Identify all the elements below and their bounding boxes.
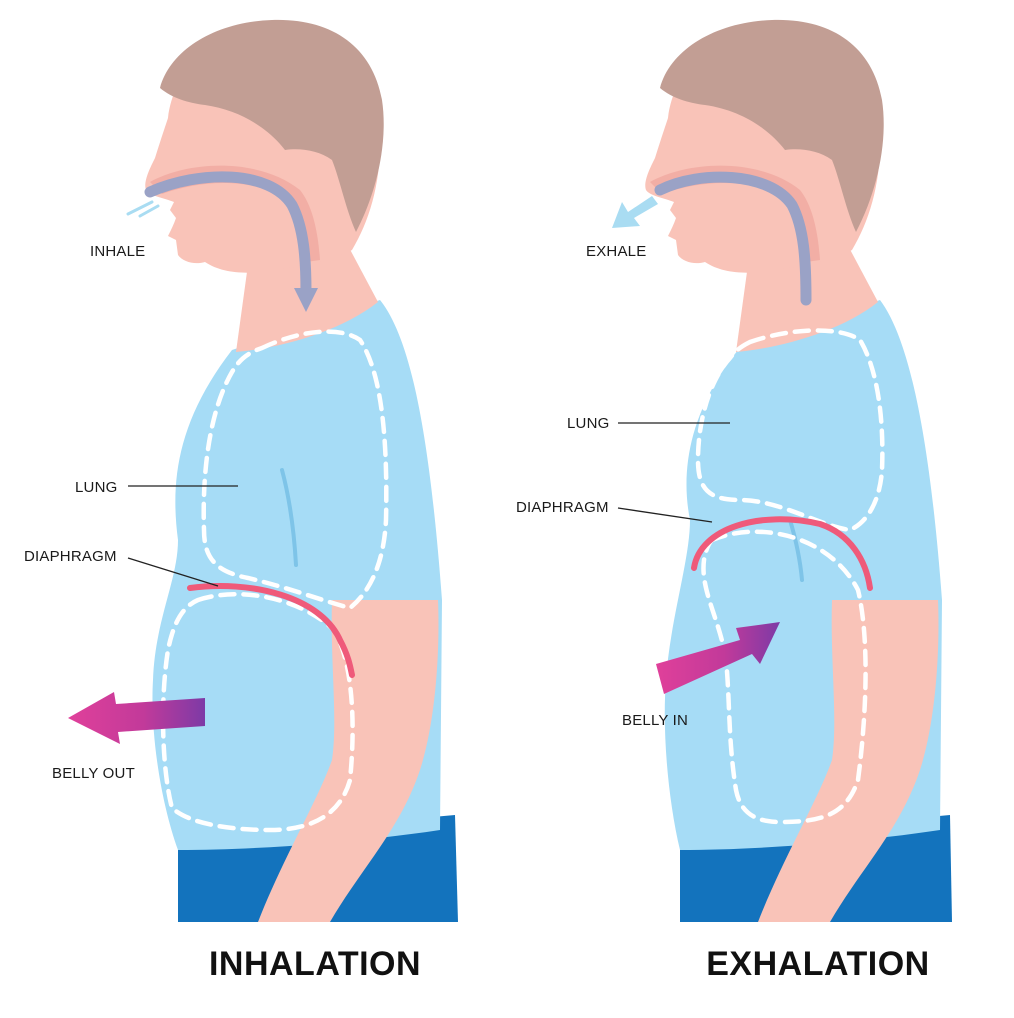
diaphragm-leader: [617, 507, 713, 523]
exhalation-figure: [612, 19, 952, 922]
inhale-label: INHALE: [90, 243, 145, 260]
hair: [160, 19, 384, 232]
belly-outline: [701, 529, 868, 825]
belly-out-arrow: [68, 692, 205, 744]
breath-stream: [126, 200, 160, 218]
shirt-crease: [788, 518, 804, 582]
inhalation-labels: INHALE LUNG DIAPHRAGM BELLY OUT INHALATI…: [24, 243, 421, 983]
diaphragm-leader: [127, 557, 219, 587]
exhalation-labels: EXHALE LUNG DIAPHRAGM BELLY IN EXHALATIO…: [516, 243, 929, 983]
diaphragm-label: DIAPHRAGM: [516, 499, 609, 516]
airflow-arrowhead: [294, 288, 318, 312]
diaphragm-label: DIAPHRAGM: [24, 548, 117, 565]
panel-title: INHALATION: [209, 945, 421, 983]
hair: [660, 19, 884, 232]
lung-label: LUNG: [567, 415, 609, 432]
belly-label: BELLY IN: [622, 712, 688, 729]
airflow-arrow: [654, 171, 812, 306]
exhale-arrow: [612, 196, 658, 228]
belly-in-arrow: [656, 622, 780, 694]
airflow-arrow: [144, 171, 312, 298]
lung-outline: [201, 329, 389, 611]
lung-label: LUNG: [75, 479, 117, 496]
exhale-label: EXHALE: [586, 243, 646, 260]
belly-label: BELLY OUT: [52, 765, 135, 782]
diaphragm-line: [187, 583, 355, 678]
diaphragm-line: [691, 516, 873, 591]
panel-title: EXHALATION: [706, 945, 929, 983]
arm: [758, 600, 939, 922]
arm: [258, 600, 439, 922]
inhalation-figure: [68, 19, 458, 922]
shirt-crease: [280, 468, 298, 567]
